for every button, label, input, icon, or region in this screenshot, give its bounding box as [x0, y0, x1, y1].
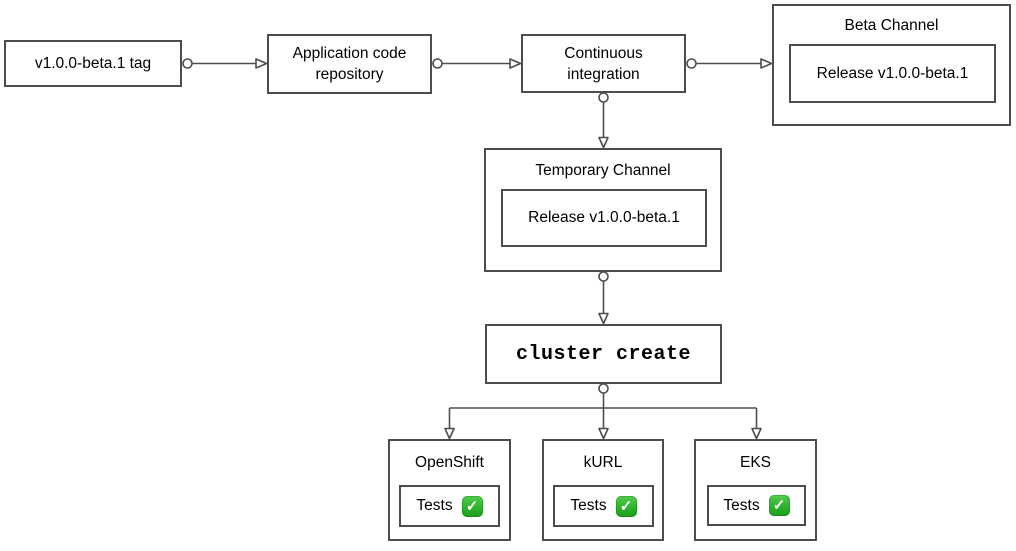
kurl-tests-label: Tests: [570, 497, 607, 514]
node-temporary-channel: Temporary Channel Release v1.0.0-beta.1: [484, 148, 722, 272]
openshift-tests-box: Tests: [399, 485, 500, 527]
connector-temporary-channel-to-cluster-create: [598, 271, 609, 325]
kurl-title: kURL: [583, 454, 623, 471]
connector-ci-to-temporary-channel: [598, 92, 609, 149]
beta-channel-release-box: Release v1.0.0-beta.1: [789, 44, 996, 103]
node-kurl: kURL Tests: [542, 439, 664, 541]
beta-channel-release-label: Release v1.0.0-beta.1: [816, 64, 969, 82]
eks-title: EKS: [739, 454, 771, 471]
temporary-channel-title: Temporary Channel: [535, 162, 671, 179]
connector-ci-to-beta-channel: [686, 58, 773, 69]
node-version-tag-label: v1.0.0-beta.1 tag: [34, 55, 152, 72]
openshift-tests-label: Tests: [416, 497, 453, 514]
node-application-code-repository: Application code repository: [267, 34, 432, 94]
temporary-channel-release-label: Release v1.0.0-beta.1: [528, 209, 680, 226]
node-application-code-repository-label: Application code repository: [292, 45, 407, 83]
node-eks: EKS Tests: [694, 439, 817, 541]
eks-tests-box: Tests: [707, 485, 806, 526]
beta-channel-title: Beta Channel: [844, 17, 939, 34]
node-continuous-integration-label: Continuous integration: [564, 44, 643, 83]
kurl-tests-box: Tests: [553, 485, 654, 527]
node-openshift: OpenShift Tests: [388, 439, 511, 541]
check-icon: [461, 495, 483, 517]
connector-tag-to-repo: [182, 58, 268, 69]
connector-cluster-create-to-clusters: [444, 383, 762, 440]
connector-repo-to-ci: [432, 58, 522, 69]
temporary-channel-release-box: Release v1.0.0-beta.1: [501, 189, 707, 247]
node-beta-channel: Beta Channel Release v1.0.0-beta.1: [772, 4, 1011, 126]
eks-tests-label: Tests: [723, 496, 760, 514]
node-cluster-create: cluster create: [485, 324, 722, 384]
check-icon: [615, 495, 637, 517]
openshift-title: OpenShift: [415, 454, 484, 471]
check-icon: [768, 495, 790, 516]
node-continuous-integration: Continuous integration: [521, 34, 686, 93]
node-version-tag: v1.0.0-beta.1 tag: [4, 40, 182, 87]
node-cluster-create-label: cluster create: [515, 342, 692, 366]
